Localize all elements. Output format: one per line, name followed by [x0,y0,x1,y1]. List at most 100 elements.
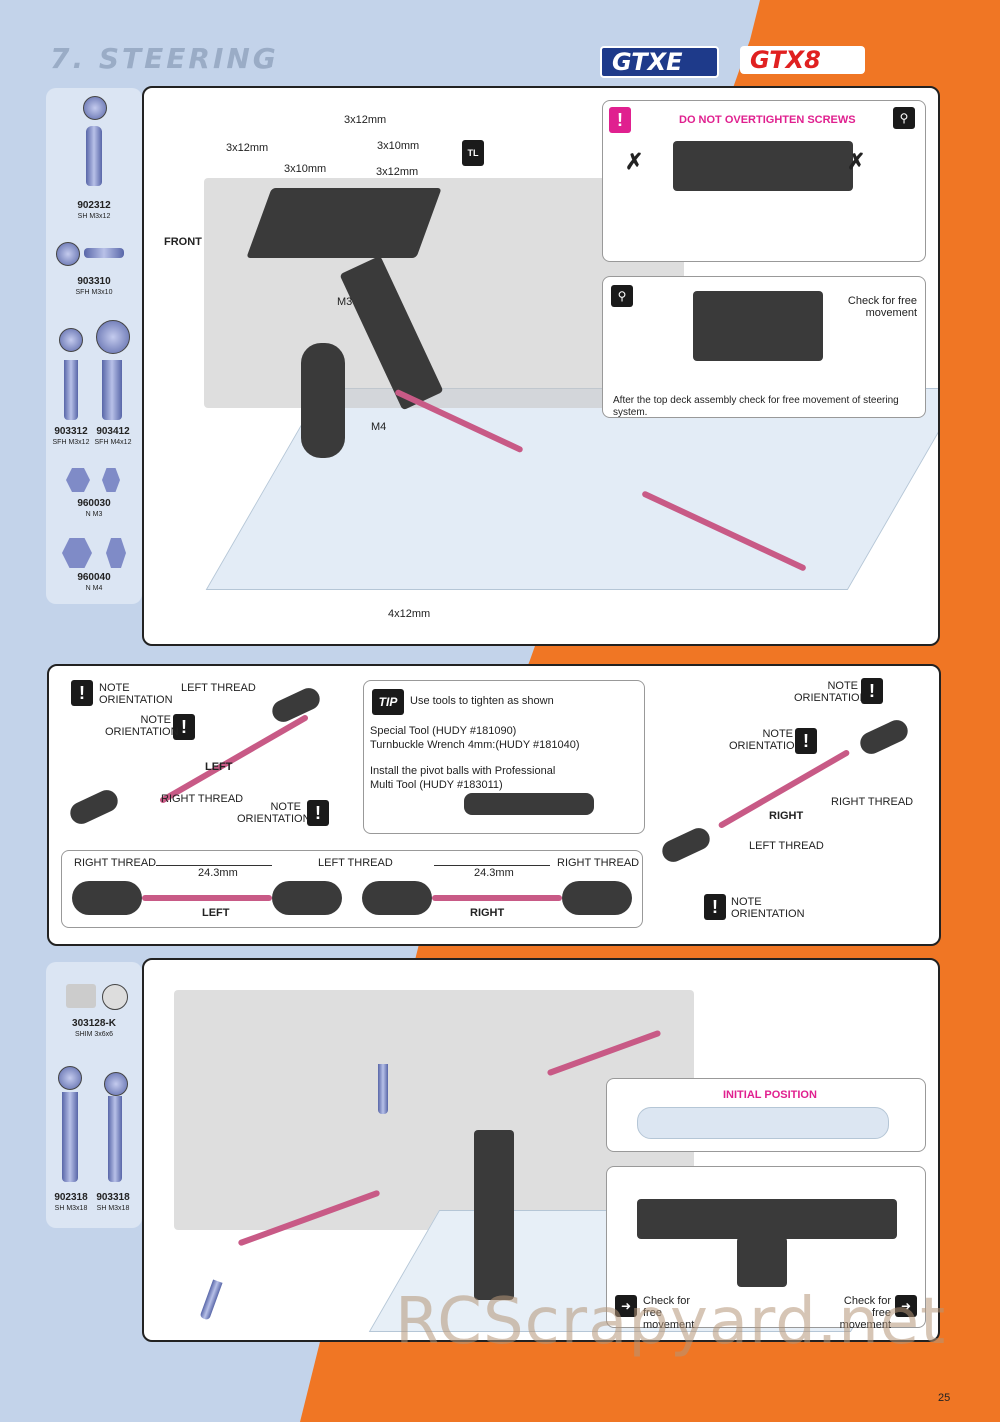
tool-text: Turnbuckle Wrench 4mm:(HUDY #181040) [370,739,580,751]
warning-box: ! DO NOT OVERTIGHTEN SCREWS ⚲ ✗ ✗ [602,100,926,262]
rod-end [66,786,122,828]
deck-detail [673,141,853,191]
watermark: RCScrapyard.net [395,1285,947,1359]
nut-label: M3 [337,296,353,308]
detail-icon: ⚲ [893,107,915,129]
screw-label: 3x12mm [344,114,387,126]
tip-box: TIP Use tools to tighten as shown Specia… [363,680,645,834]
steering-assembly-detail [737,1237,787,1287]
rod-end [658,824,714,866]
nut-label: M4 [371,421,387,433]
left-thread-label: LEFT THREAD [749,840,824,852]
note-icon: ! [795,728,817,754]
screw-label: 4x12mm [388,608,431,620]
note-orientation: NOTE ORIENTATION [729,728,803,752]
turnbuckle-right-end [562,881,632,915]
screw-icon [64,360,78,420]
tool-text: Special Tool (HUDY #181090) [370,725,517,737]
warning-icon: ! [609,107,631,133]
left-thread-label: LEFT THREAD [318,857,393,869]
screw-head-icon [59,328,83,352]
detail-icon: ⚲ [611,285,633,307]
arrow-icon: ➜ [615,1295,637,1317]
check-free-label: Check for free movement [839,1295,891,1331]
nut-icon [66,468,90,492]
step2-panel: ! NOTE ORIENTATION LEFT THREAD ! NOTE OR… [47,664,941,946]
screw-head-icon [96,320,130,354]
screw-head-icon [83,96,107,120]
warning-text: DO NOT OVERTIGHTEN SCREWS [679,114,856,126]
screw-icon [102,360,122,420]
dimension-line [156,865,272,866]
right-thread-label: RIGHT THREAD [831,796,914,808]
front-label: FRONT [164,236,202,248]
check-free-label: Check for free movement [643,1295,695,1331]
note-icon: ! [704,894,726,920]
right-label: RIGHT [769,810,804,822]
arrow-icon: ➜ [895,1295,917,1317]
nut-icon [102,468,120,492]
deck-detail [693,291,823,361]
tool-text: Multi Tool (HUDY #183011) [370,779,503,791]
shim-icon [102,984,128,1010]
turnbuckle-left-end [72,881,142,915]
tip-text: Use tools to tighten as shown [410,695,554,707]
screw-head-icon [104,1072,128,1096]
page-number: 25 [938,1392,951,1404]
screw-label: 3x12mm [226,142,269,154]
left-label: LEFT [205,761,233,773]
rod-end [856,716,912,758]
note-orientation: NOTE ORIENTATION [99,682,173,706]
tip-icon: TIP [372,689,404,715]
gtxe-logo: GTXE [600,46,719,78]
note-orientation: NOTE ORIENTATION [794,680,868,704]
screw-icon [378,1064,388,1114]
note-icon: ! [71,680,93,706]
right-thread-label: RIGHT THREAD [74,857,157,869]
dimension-box: RIGHT THREAD LEFT THREAD RIGHT THREAD 24… [61,850,643,928]
right-label: RIGHT [470,907,505,919]
right-thread-label: RIGHT THREAD [557,857,640,869]
post [301,343,345,458]
left-thread-label: LEFT THREAD [181,682,256,694]
initial-position-box: INITIAL POSITION [606,1078,926,1152]
tl-icon: TL [462,140,484,166]
free-movement-box: ➜ Check for free movement Check for free… [606,1166,926,1331]
note-orientation: NOTE ORIENTATION [105,714,179,738]
dimension-label: 24.3mm [474,867,514,879]
turnbuckle-right-end [362,881,432,915]
turnbuckle-left-rod [142,895,272,901]
dimension-line [434,865,550,866]
multi-tool [464,793,594,815]
step1-panel: 3x12mm 3x12mm 3x10mm 3x10mm 3x12mm M3 M4… [142,86,940,646]
left-label: LEFT [202,907,230,919]
screw-icon [108,1096,122,1182]
screw-icon [62,1092,78,1182]
page-title: 7. STEERING [50,42,279,75]
note-orientation: NOTE ORIENTATION [731,896,805,920]
nut-icon [106,538,126,568]
nut-icon [62,538,92,568]
cross-icon: ✗ [847,149,866,174]
note-icon: ! [173,714,195,740]
turnbuckle-left-end [272,881,342,915]
screw-label: 3x10mm [377,140,420,152]
after-note: After the top deck assembly check for fr… [613,395,899,418]
gtx8-logo: GTX8 [740,46,865,74]
turnbuckle-right-rod [432,895,562,901]
steering-assembly-detail [637,1199,897,1239]
step3-panel: INITIAL POSITION ➜ Check for free moveme… [142,958,940,1342]
screw-head-icon [58,1066,82,1090]
right-thread-label: RIGHT THREAD [161,793,244,805]
